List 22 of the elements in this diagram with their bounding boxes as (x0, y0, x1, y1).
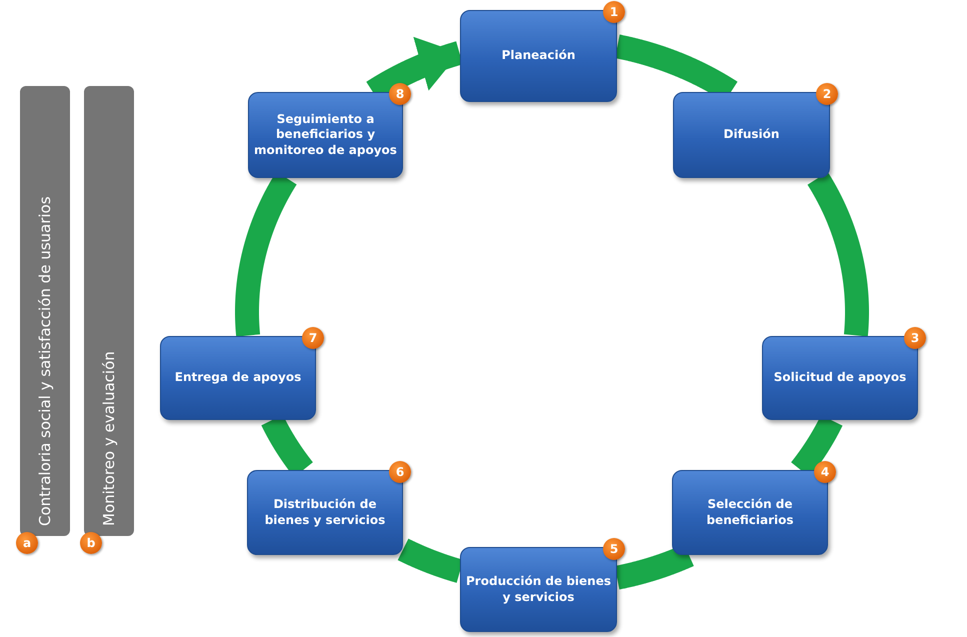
step-badge: 8 (389, 83, 411, 105)
step-badge: 7 (302, 327, 324, 349)
box-label: Difusión (722, 127, 780, 143)
step-badge: 6 (389, 461, 411, 483)
side-bar (20, 86, 70, 536)
box-label: Monitoreo y evaluación (99, 350, 119, 526)
step-badge: a (16, 532, 38, 554)
side-bar (84, 86, 134, 536)
step-badge: 1 (603, 1, 625, 23)
box-label: Planeación (500, 48, 576, 64)
box-label: Solicitud de apoyos (772, 370, 908, 386)
box-label: Selección de beneficiarios (705, 496, 795, 528)
step-badge: 4 (814, 461, 836, 483)
step-badge: b (80, 532, 102, 554)
step-badge: 2 (816, 83, 838, 105)
step-badge: 5 (603, 538, 625, 560)
step-badge: 3 (904, 327, 926, 349)
box-label: Contraloria social y satisfacción de usuarios (35, 195, 55, 526)
box-label: Distribución de bienes y servicios (264, 496, 386, 528)
box-label: Entrega de apoyos (174, 370, 302, 386)
box-label: Producción de bienes y servicios (465, 574, 612, 606)
box-label: Seguimiento a beneficiarios y monitoreo de apoyos (253, 112, 398, 158)
